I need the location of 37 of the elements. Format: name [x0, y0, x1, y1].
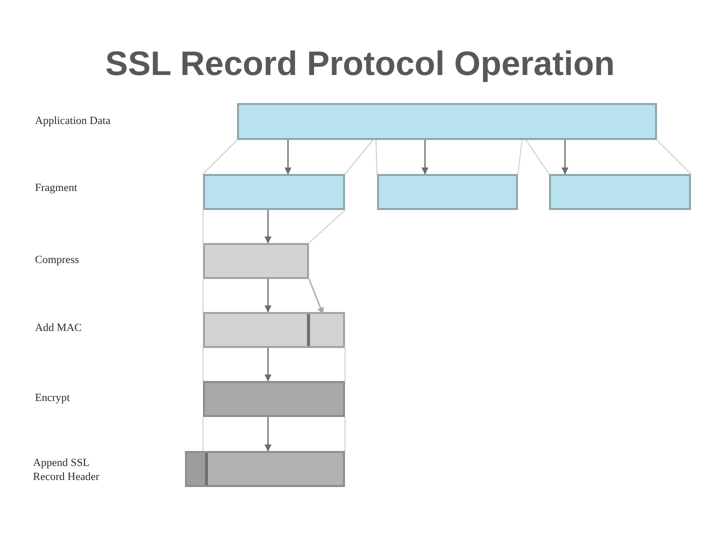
arrow — [264, 279, 272, 312]
fragment-block — [203, 174, 345, 210]
step-label: Add MAC — [35, 321, 82, 335]
guide-line — [308, 210, 346, 244]
guide-line — [344, 140, 374, 174]
diagram-title: SSL Record Protocol Operation — [105, 44, 615, 84]
record-block — [185, 451, 345, 487]
record-block — [203, 312, 345, 348]
arrow — [264, 348, 272, 382]
fragment-block — [377, 174, 518, 210]
guide-line — [344, 416, 346, 452]
arrow — [422, 140, 428, 174]
guide-line — [202, 210, 204, 244]
guide-line — [202, 416, 204, 452]
arrow — [562, 140, 568, 174]
guide-line — [344, 348, 346, 382]
guide-line — [376, 140, 378, 174]
guide-line — [202, 348, 204, 382]
compressed-block — [203, 243, 309, 279]
encrypted-block — [203, 381, 345, 417]
guide-line — [526, 140, 550, 174]
guide-line — [202, 278, 204, 312]
guide-line — [656, 140, 692, 174]
step-label: Compress — [35, 253, 79, 267]
fragment-block — [549, 174, 691, 210]
data-block — [237, 103, 657, 140]
header-segment — [187, 453, 208, 485]
step-label: Encrypt — [35, 391, 70, 405]
guide-line — [518, 140, 522, 174]
step-label: Fragment — [35, 181, 78, 195]
step-label: Append SSL Record Header — [33, 456, 100, 484]
guide-line — [202, 140, 238, 174]
arrow — [264, 417, 272, 452]
arrow — [264, 210, 272, 244]
arrow — [284, 140, 292, 174]
arrow — [308, 278, 324, 314]
step-label: Application Data — [35, 114, 110, 128]
